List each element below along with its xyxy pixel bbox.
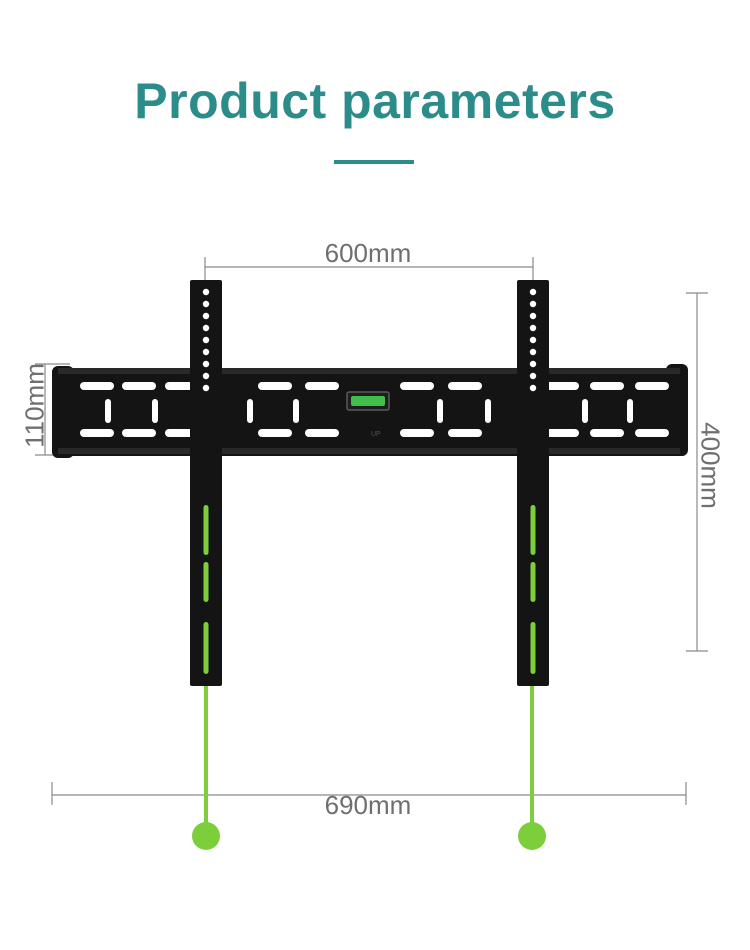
wall-plate-bottom-edge bbox=[58, 448, 680, 454]
bubble-level-icon bbox=[346, 391, 390, 411]
bar-height-label: 110mm bbox=[19, 363, 50, 448]
wall-plate-slot bbox=[545, 382, 579, 390]
wall-plate-slot bbox=[448, 429, 482, 437]
wall-plate-keyhole bbox=[152, 399, 158, 423]
arm-slot bbox=[203, 505, 209, 555]
top-width-label: 600mm bbox=[324, 238, 412, 268]
arm-hole bbox=[529, 288, 537, 296]
arm-slot bbox=[203, 562, 209, 602]
wall-plate-slot bbox=[305, 382, 339, 390]
wall-plate-slot bbox=[400, 429, 434, 437]
wall-plate-keyhole bbox=[582, 399, 588, 423]
arm-hole bbox=[202, 312, 210, 320]
arm-hole bbox=[529, 348, 537, 356]
wall-plate-body bbox=[54, 368, 686, 456]
arm-slot bbox=[530, 562, 536, 602]
arm-hole bbox=[202, 288, 210, 296]
arm-hole bbox=[529, 384, 537, 392]
arm-holes bbox=[202, 288, 537, 674]
pull-cords bbox=[192, 684, 546, 850]
wall-plate-slot bbox=[635, 382, 669, 390]
arm-hole bbox=[529, 300, 537, 308]
up-marker: UP bbox=[371, 431, 381, 438]
left-arm bbox=[190, 280, 222, 686]
wall-plate-slot bbox=[122, 382, 156, 390]
arm-hole bbox=[529, 324, 537, 332]
wall-plate-end-left bbox=[52, 366, 74, 458]
arm-hole bbox=[529, 312, 537, 320]
wall-plate-slot bbox=[448, 382, 482, 390]
page-title: Product parameters bbox=[134, 73, 616, 129]
wall-plate-keyhole bbox=[247, 399, 253, 423]
dimension-lines bbox=[35, 257, 708, 805]
wall-plate-slot bbox=[258, 429, 292, 437]
wall-plate-slot bbox=[590, 382, 624, 390]
wall-plate-slot bbox=[400, 382, 434, 390]
right-arm-body bbox=[517, 280, 549, 686]
arm-hole bbox=[202, 336, 210, 344]
wall-plate-slot bbox=[635, 429, 669, 437]
arm-hole bbox=[202, 372, 210, 380]
arm-hole bbox=[529, 360, 537, 368]
arm-slot bbox=[530, 505, 536, 555]
arm-hole bbox=[202, 348, 210, 356]
overall-width-label: 690mm bbox=[324, 790, 412, 820]
right-arm bbox=[517, 280, 549, 686]
wall-plate-keyhole bbox=[627, 399, 633, 423]
left-cord-handle bbox=[192, 822, 220, 850]
arm-hole bbox=[529, 372, 537, 380]
wall-plate-top-edge bbox=[58, 368, 680, 374]
wall-plate-slot bbox=[305, 429, 339, 437]
arm-hole bbox=[529, 336, 537, 344]
wall-plate-end-right bbox=[666, 364, 688, 456]
arm-height-label: 400mm bbox=[695, 422, 726, 509]
arm-hole bbox=[202, 324, 210, 332]
left-arm-body bbox=[190, 280, 222, 686]
arm-hole bbox=[202, 360, 210, 368]
wall-plate-keyhole bbox=[485, 399, 491, 423]
arm-hole bbox=[202, 300, 210, 308]
wall-plate-slot bbox=[258, 382, 292, 390]
wall-plate-slot bbox=[590, 429, 624, 437]
wall-plate-keyhole bbox=[437, 399, 443, 423]
wall-plate-slot bbox=[80, 382, 114, 390]
arm-hole bbox=[202, 384, 210, 392]
wall-plate-slot bbox=[80, 429, 114, 437]
wall-plate bbox=[52, 364, 688, 458]
wall-plate-keyhole bbox=[105, 399, 111, 423]
arm-slot bbox=[530, 622, 536, 674]
arm-slot bbox=[203, 622, 209, 674]
wall-plate-slot bbox=[545, 429, 579, 437]
right-cord-handle bbox=[518, 822, 546, 850]
wall-plate-slot bbox=[122, 429, 156, 437]
wall-plate-keyhole bbox=[293, 399, 299, 423]
title-underline bbox=[334, 160, 414, 164]
